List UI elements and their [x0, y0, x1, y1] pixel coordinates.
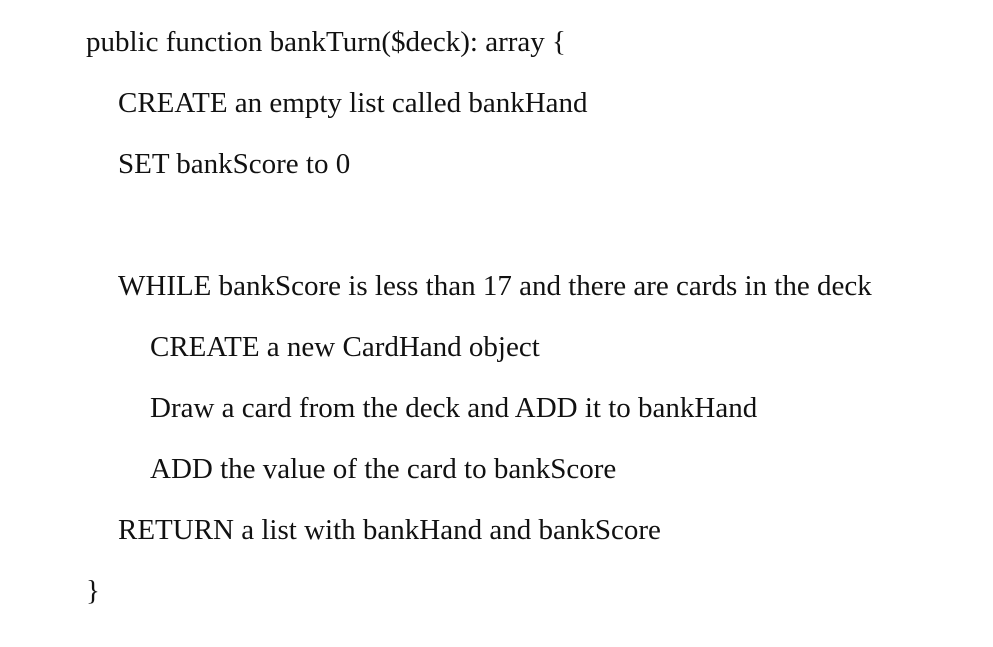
- while-loop-line: WHILE bankScore is less than 17 and ther…: [118, 270, 872, 302]
- closing-brace-line: }: [86, 575, 100, 607]
- add-value-line: ADD the value of the card to bankScore: [150, 453, 617, 485]
- set-bankscore-line: SET bankScore to 0: [118, 148, 351, 180]
- function-signature-line: public function bankTurn($deck): array {: [86, 26, 566, 58]
- create-bankhand-line: CREATE an empty list called bankHand: [118, 87, 588, 119]
- draw-card-line: Draw a card from the deck and ADD it to …: [150, 392, 758, 424]
- return-line: RETURN a list with bankHand and bankScor…: [118, 514, 661, 546]
- create-cardhand-line: CREATE a new CardHand object: [150, 331, 540, 363]
